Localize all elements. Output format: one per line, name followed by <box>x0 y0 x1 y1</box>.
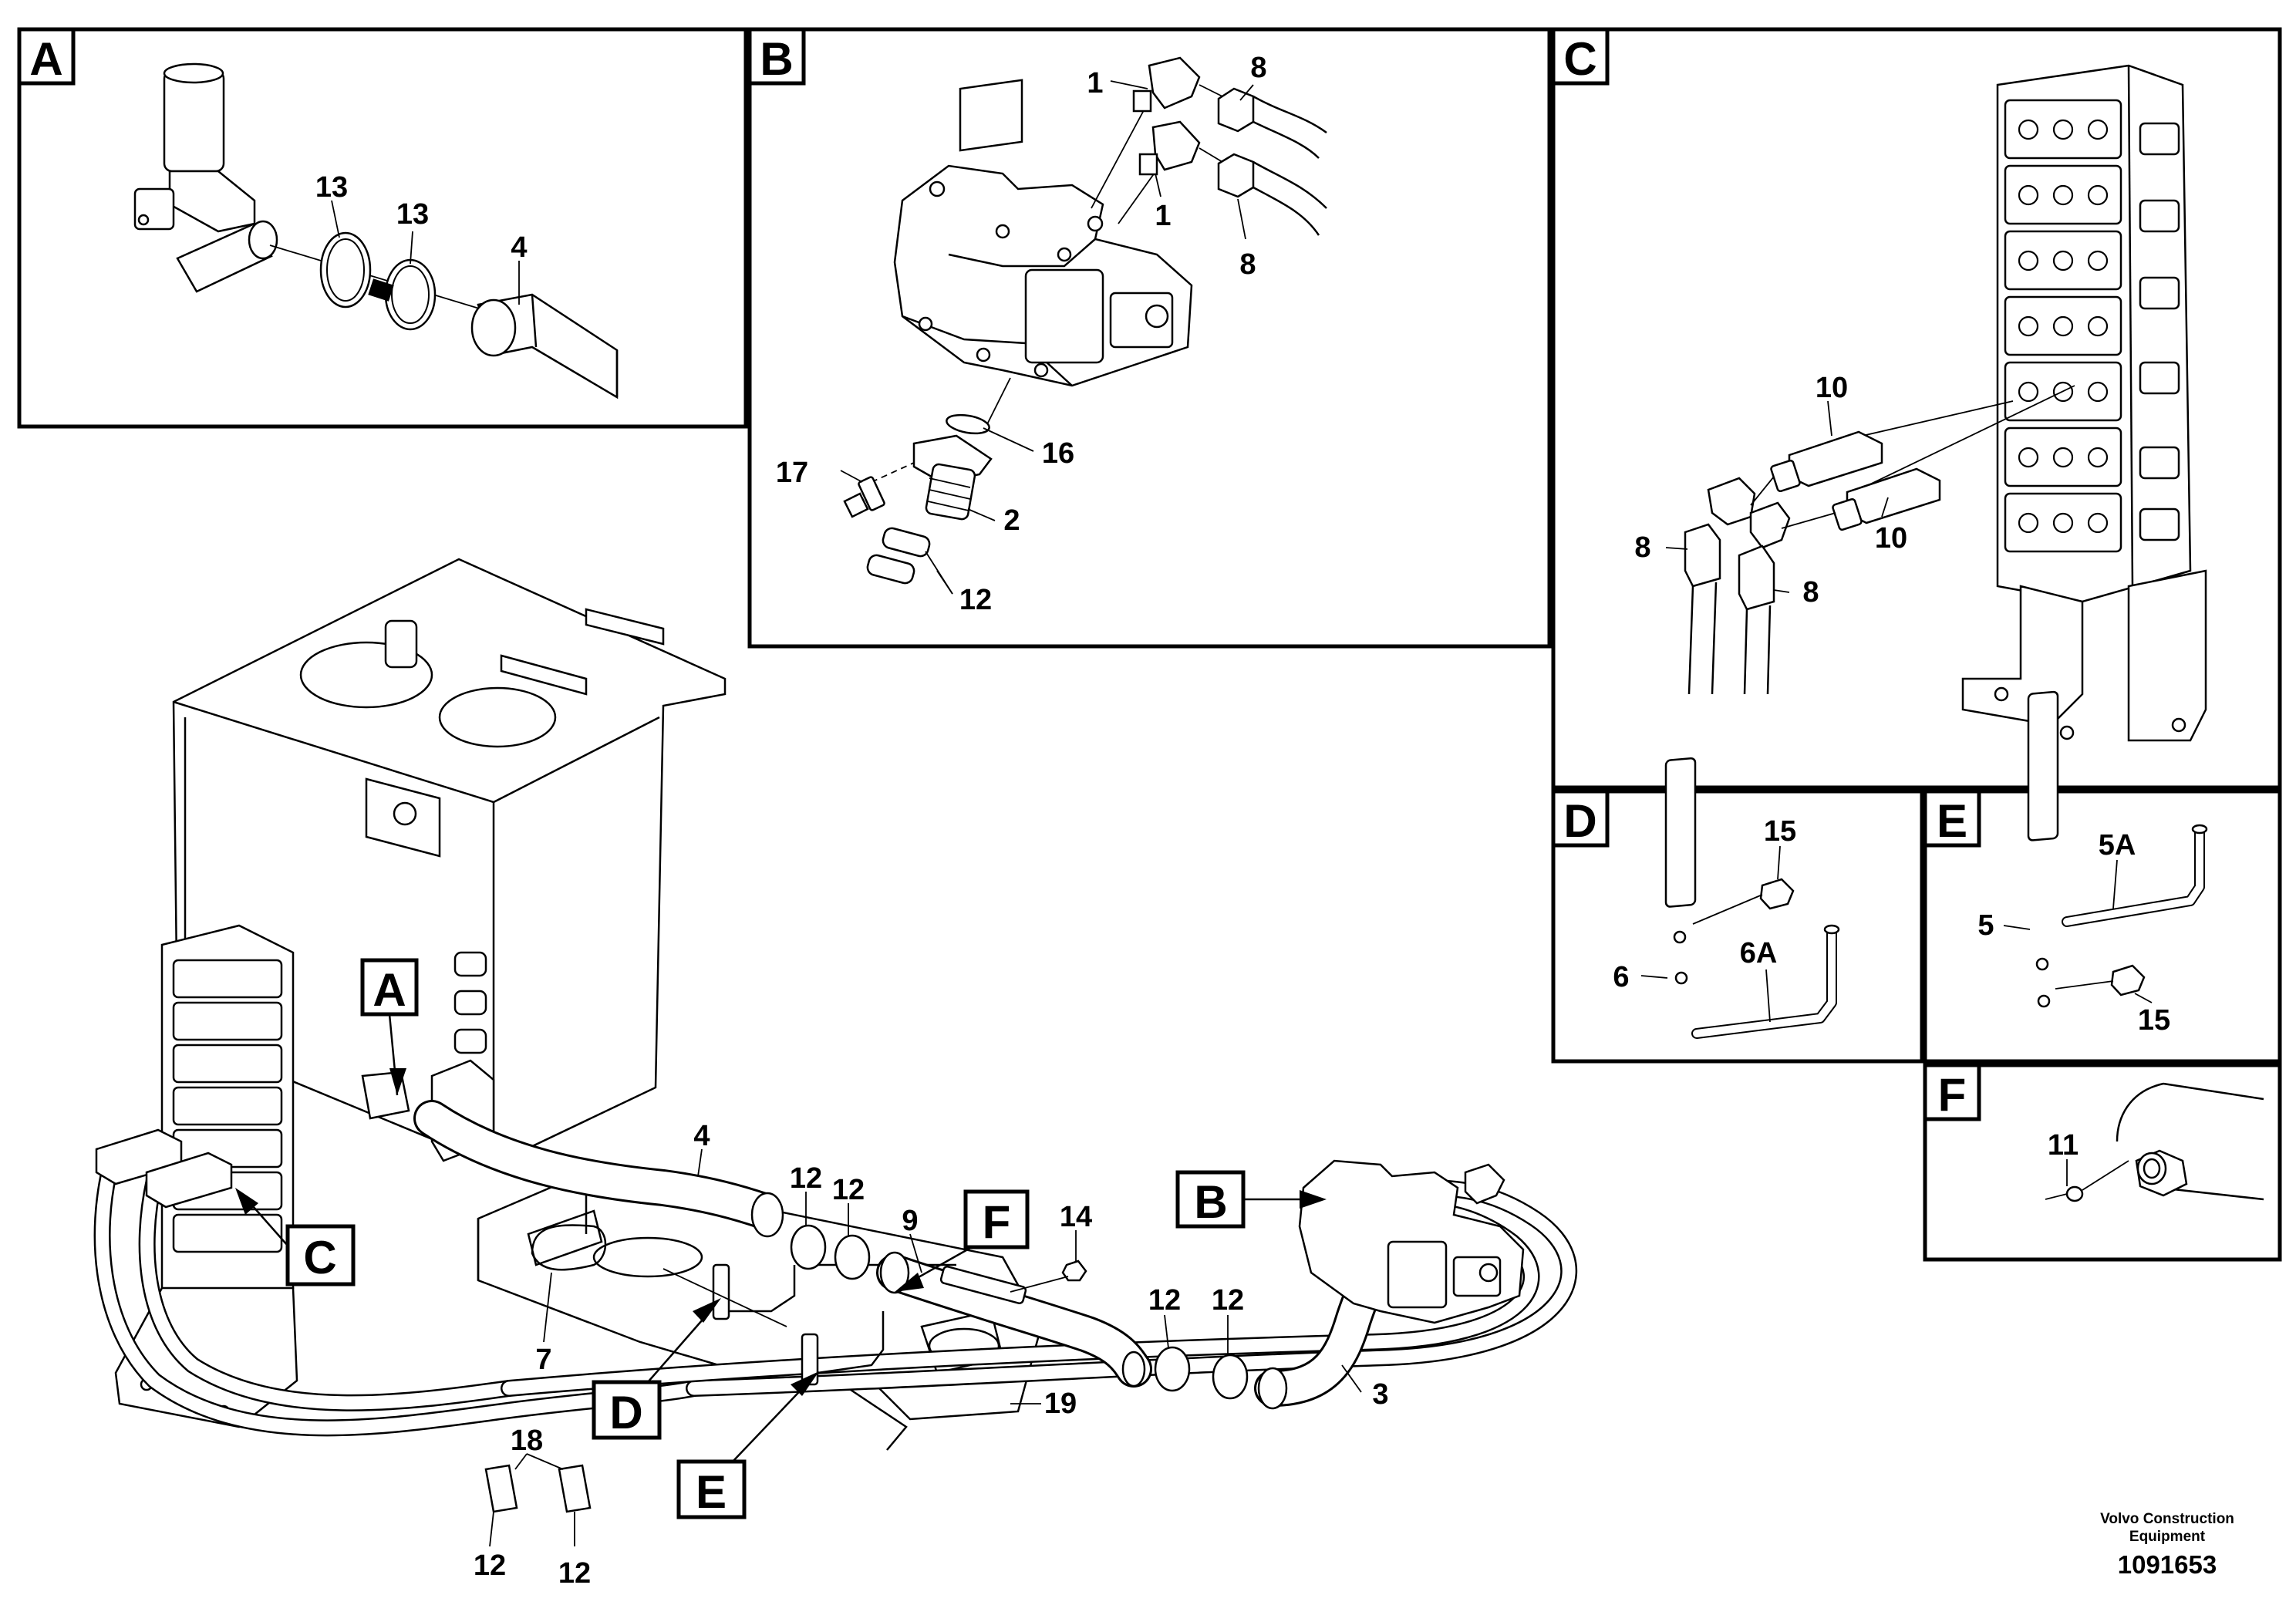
main-ref-e: E <box>676 1371 819 1519</box>
leader-line <box>983 427 1034 452</box>
callout-12: 12 <box>474 1549 506 1582</box>
main-ref-a: A <box>360 958 419 1096</box>
callout-8: 8 <box>1802 576 1819 609</box>
callout-15: 15 <box>1764 815 1796 848</box>
main-ref-f: F <box>895 1189 1030 1292</box>
callout-13: 13 <box>315 171 348 204</box>
leader-line <box>410 231 413 265</box>
leader-line <box>840 470 863 483</box>
leader-line <box>936 570 953 595</box>
callout-9: 9 <box>902 1205 918 1237</box>
callout-8: 8 <box>1634 531 1650 564</box>
view-d-letter: D <box>1563 795 1596 847</box>
leader-line <box>1237 198 1246 240</box>
detail-view-f: F 11 <box>1923 1063 2282 1262</box>
view-e-letter: E <box>1937 795 1967 847</box>
view-a-illustration <box>133 62 619 400</box>
callout-17: 17 <box>776 457 808 489</box>
callout-5a: 5A <box>2099 829 2136 862</box>
leader-line <box>1665 547 1688 550</box>
detail-view-b: B <box>747 27 1552 649</box>
main-ref-f-letter: F <box>983 1196 1011 1248</box>
view-c-illustration <box>1684 64 2207 742</box>
callout-10: 10 <box>1875 522 1907 555</box>
view-b-illustration <box>843 56 1327 585</box>
view-c-letter: C <box>1563 33 1596 85</box>
callout-4: 4 <box>511 231 527 264</box>
view-d-illustration <box>1664 757 1840 1039</box>
callout-12: 12 <box>1212 1284 1244 1317</box>
main-ref-e-letter: E <box>696 1466 727 1518</box>
callout-12: 12 <box>832 1174 865 1206</box>
callout-1: 1 <box>1155 200 1171 232</box>
callout-2: 2 <box>1003 504 1020 537</box>
callout-12: 12 <box>790 1162 822 1195</box>
main-ref-d-letter: D <box>609 1387 642 1438</box>
main-ref-c-letter: C <box>303 1232 336 1283</box>
leader-line <box>1155 173 1161 197</box>
callout-15: 15 <box>2138 1004 2170 1037</box>
callout-6a: 6A <box>1740 937 1778 969</box>
view-f-illustration <box>2045 1082 2264 1202</box>
view-b-letter: B <box>760 33 793 85</box>
main-ref-c: C <box>235 1188 356 1286</box>
document-number: 1091653 <box>2118 1550 2217 1579</box>
view-f-letter: F <box>1938 1069 1967 1121</box>
callout-6: 6 <box>1613 961 1629 993</box>
credit-line-1: Volvo Construction <box>2100 1511 2234 1527</box>
callout-1: 1 <box>1087 67 1103 99</box>
callout-8: 8 <box>1239 248 1256 281</box>
callout-14: 14 <box>1060 1201 1092 1233</box>
leader-line <box>1640 975 1668 979</box>
leader-line <box>1777 845 1781 880</box>
main-ref-a-letter: A <box>373 964 406 1016</box>
view-e-illustration <box>2027 690 2208 1008</box>
callout-12: 12 <box>558 1557 591 1590</box>
credit-line-2: Equipment <box>2129 1529 2206 1545</box>
leader-line <box>1773 589 1790 593</box>
callout-5: 5 <box>1977 909 1994 942</box>
callout-19: 19 <box>1044 1388 1077 1420</box>
callout-18: 18 <box>511 1425 543 1457</box>
leader-line <box>1765 969 1771 1023</box>
callout-12: 12 <box>959 584 992 616</box>
detail-view-a: A 13 13 4 <box>17 27 748 429</box>
leader-line <box>1110 80 1148 89</box>
detail-view-e: E 5A 5 15 <box>1923 690 2282 1064</box>
leader-line <box>967 508 996 521</box>
main-assembly <box>93 558 1578 1513</box>
leader-line <box>1239 84 1254 101</box>
detail-view-d: D 15 6 6A <box>1551 757 1924 1064</box>
callout-3: 3 <box>1372 1378 1388 1411</box>
main-callouts: 4 12 12 9 14 12 12 3 7 19 18 12 12 <box>474 1120 1389 1590</box>
leader-line <box>1881 497 1889 518</box>
leader-line <box>1827 400 1832 437</box>
main-ref-d: D <box>592 1298 721 1440</box>
callout-16: 16 <box>1042 437 1074 470</box>
leader-line <box>2112 859 2118 909</box>
leader-line <box>2003 925 2031 930</box>
callout-7: 7 <box>535 1344 551 1376</box>
main-ref-b-letter: B <box>1194 1176 1227 1228</box>
main-ref-b: B <box>1175 1170 1327 1229</box>
view-a-letter: A <box>29 33 62 85</box>
leader-line <box>2134 993 2153 1003</box>
callout-13: 13 <box>396 198 429 231</box>
detail-view-c: C <box>1551 27 2282 790</box>
callout-10: 10 <box>1816 372 1848 404</box>
callout-4: 4 <box>693 1120 710 1152</box>
publisher-credit: Volvo Construction Equipment 1091653 <box>2100 1511 2234 1579</box>
callout-11: 11 <box>2048 1129 2079 1162</box>
callout-8: 8 <box>1250 52 1266 84</box>
leader-line <box>331 200 340 238</box>
callout-12: 12 <box>1148 1284 1181 1317</box>
